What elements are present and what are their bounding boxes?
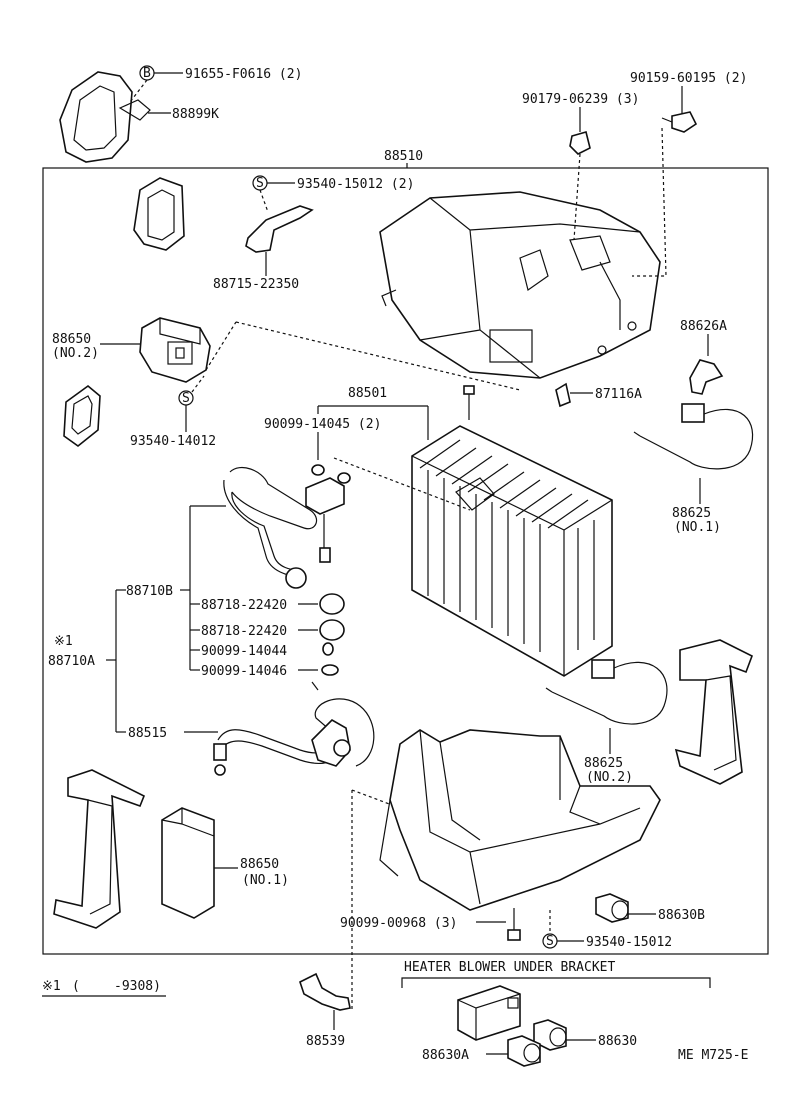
label-93540-15012: 93540-15012 bbox=[586, 935, 672, 950]
label-91655-f0616: 91655-F0616 (2) bbox=[185, 67, 302, 82]
resistor-88650-no2-part bbox=[139, 317, 211, 383]
bracket-88630a-part bbox=[457, 985, 521, 1041]
label-88718-22420-a: 88718-22420 bbox=[201, 598, 287, 613]
lower-case-part bbox=[379, 729, 661, 911]
thermistor-88625-no1-part bbox=[633, 403, 754, 470]
plug-88630a-part bbox=[507, 1035, 541, 1067]
footnote-open-paren: ( bbox=[72, 979, 80, 994]
label-88650-no1: 88650 bbox=[240, 857, 279, 872]
screw-90159-part bbox=[661, 111, 698, 133]
label-88626a: 88626A bbox=[680, 319, 727, 334]
label-93540-15012-2: 93540-15012 (2) bbox=[297, 177, 414, 192]
o-ring-part-a bbox=[311, 464, 325, 476]
label-88650-no2: 88650 bbox=[52, 332, 91, 347]
label-88625-no2-suffix: (NO.2) bbox=[586, 770, 633, 785]
tube-88515-part bbox=[213, 681, 375, 776]
o-ring-14046-part bbox=[321, 664, 339, 676]
label-90099-14045: 90099-14045 (2) bbox=[264, 417, 381, 432]
seal-frame-left-part bbox=[53, 769, 146, 929]
clip-90179-part bbox=[569, 131, 591, 155]
tube-88539-part bbox=[299, 972, 351, 1011]
s-symbol-top-letter: S bbox=[256, 176, 264, 191]
label-88710a: 88710A bbox=[48, 654, 95, 669]
screw-center-part bbox=[463, 385, 475, 420]
label-88899k: 88899K bbox=[172, 107, 219, 122]
s-symbol-mid-letter: S bbox=[182, 391, 190, 406]
label-88625-no2: 88625 bbox=[584, 756, 623, 771]
label-88650-no1-suffix: (NO.1) bbox=[242, 873, 289, 888]
tube-88710b-part bbox=[223, 467, 318, 589]
gasket-88899k-part bbox=[59, 71, 151, 163]
expansion-valve-part bbox=[305, 477, 345, 563]
gasket-left-part bbox=[63, 384, 101, 448]
screw-90099-00968-part bbox=[507, 908, 521, 941]
label-90099-00968: 90099-00968 (3) bbox=[340, 916, 457, 931]
label-88718-22420-b: 88718-22420 bbox=[201, 624, 287, 639]
note-mark-88710a: ※1 bbox=[54, 634, 73, 649]
bracket-group-title: HEATER BLOWER UNDER BRACKET bbox=[404, 960, 615, 975]
drawing-code: ME M725-E bbox=[678, 1048, 748, 1063]
label-88501: 88501 bbox=[348, 386, 387, 401]
label-88625-no1-suffix: (NO.1) bbox=[674, 520, 721, 535]
footnote-range: -9308) bbox=[114, 979, 161, 994]
upper-case-88510-part bbox=[379, 191, 661, 379]
label-90159-60195: 90159-60195 (2) bbox=[630, 71, 747, 86]
label-88539: 88539 bbox=[306, 1034, 345, 1049]
b-symbol-letter: B bbox=[143, 66, 151, 81]
o-ring-part-b bbox=[337, 472, 351, 484]
label-93540-14012: 93540-14012 bbox=[130, 434, 216, 449]
label-90179-06239: 90179-06239 (3) bbox=[522, 92, 639, 107]
label-88625-no1: 88625 bbox=[672, 506, 711, 521]
label-88515: 88515 bbox=[128, 726, 167, 741]
label-88630a: 88630A bbox=[422, 1048, 469, 1063]
resistor-88650-no1-part bbox=[161, 807, 215, 919]
clip-88626a-part bbox=[689, 359, 724, 395]
label-88715-22350: 88715-22350 bbox=[213, 277, 299, 292]
footnote-mark: ※1 bbox=[42, 979, 61, 994]
label-87116a: 87116A bbox=[595, 387, 642, 402]
assembly-frame bbox=[42, 167, 769, 955]
thermistor-88625-no2-part bbox=[545, 659, 668, 725]
label-88710b: 88710B bbox=[126, 584, 173, 599]
bracket-88715-part bbox=[245, 205, 314, 253]
label-90099-14046: 90099-14046 bbox=[201, 664, 287, 679]
o-ring-14044-part bbox=[322, 642, 334, 656]
s-symbol-bottom-letter: S bbox=[546, 934, 554, 949]
plug-88630b-part bbox=[595, 893, 629, 923]
label-88650-no2-suffix: (NO.2) bbox=[52, 346, 99, 361]
seal-frame-right-part bbox=[674, 639, 754, 785]
label-88630b: 88630B bbox=[658, 908, 705, 923]
plug-88718-part-a bbox=[319, 593, 345, 615]
label-88630: 88630 bbox=[598, 1034, 637, 1049]
evaporator-core-88501-part bbox=[411, 425, 613, 677]
plug-88718-part-b bbox=[319, 619, 345, 641]
label-88510: 88510 bbox=[384, 149, 423, 164]
seal-ring-part bbox=[133, 177, 185, 251]
label-90099-14044: 90099-14044 bbox=[201, 644, 287, 659]
clip-87116a-part bbox=[555, 382, 571, 408]
